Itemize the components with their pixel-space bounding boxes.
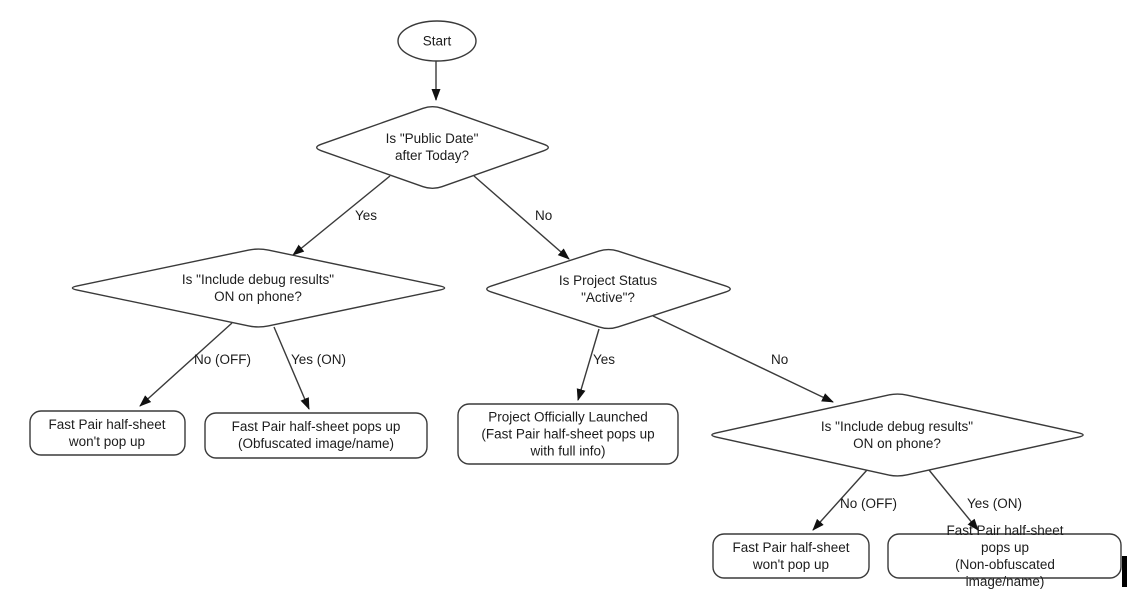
edge-label-debug-left-yes: Yes (ON) <box>291 352 347 367</box>
edge-label-public-date-yes: Yes <box>355 208 378 223</box>
decision-public-date-shape <box>316 105 549 190</box>
result-no-popup-right-label: Fast Pair half-sheet won't pop up <box>732 540 850 572</box>
start-node-label: Start <box>422 33 452 49</box>
result-launched-label: Project Officially Launched (Fast Pair h… <box>481 409 655 459</box>
edge-label-public-date-no: No <box>535 208 553 223</box>
result-no-popup-left-label: Fast Pair half-sheet won't pop up <box>48 417 166 449</box>
decision-project-status-shape <box>486 248 731 330</box>
edge-debug-right-no-line <box>812 469 868 531</box>
decision-debug-left-label: Is "Include debug results" ON on phone? <box>181 272 335 304</box>
edge-project-status-no-line <box>652 315 834 403</box>
result-no-popup-right-shape <box>712 533 870 579</box>
edge-label-debug-left-no: No (OFF) <box>194 352 251 367</box>
edge-label-debug-right-yes: Yes (ON) <box>967 496 1023 511</box>
edge-debug-left-yes-line <box>273 326 310 410</box>
result-obfuscated-label: Fast Pair half-sheet pops up (Obfuscated… <box>231 419 401 451</box>
result-non-obfuscated-label: Fast Pair half-sheet pops up (Non-obfusc… <box>946 523 1064 589</box>
edge-project-status-yes-line <box>576 328 600 401</box>
decision-debug-left-shape <box>71 248 446 328</box>
edge-label-project-status-yes: Yes <box>593 352 616 367</box>
decision-debug-right-shape <box>711 393 1084 477</box>
text-cursor-artifact <box>1122 556 1127 587</box>
decision-debug-right-label: Is "Include debug results" ON on phone? <box>820 419 974 451</box>
edge-public-date-yes-line <box>292 175 391 256</box>
edge-debug-left-no-line <box>139 322 233 407</box>
decision-project-status-label: Is Project Status "Active"? <box>558 273 658 305</box>
edge-label-project-status-no: No <box>771 352 789 367</box>
edge-debug-right-yes-line <box>928 469 979 531</box>
result-launched-shape <box>457 403 679 465</box>
decision-public-date-label: Is "Public Date" after Today? <box>385 131 479 163</box>
result-no-popup-left-shape <box>29 410 186 456</box>
edge-label-debug-right-no: No (OFF) <box>840 496 897 511</box>
result-non-obfuscated-shape <box>887 533 1122 579</box>
start-node-shape <box>397 20 477 62</box>
result-obfuscated-shape <box>204 412 428 459</box>
edge-public-date-no-line <box>473 175 570 260</box>
